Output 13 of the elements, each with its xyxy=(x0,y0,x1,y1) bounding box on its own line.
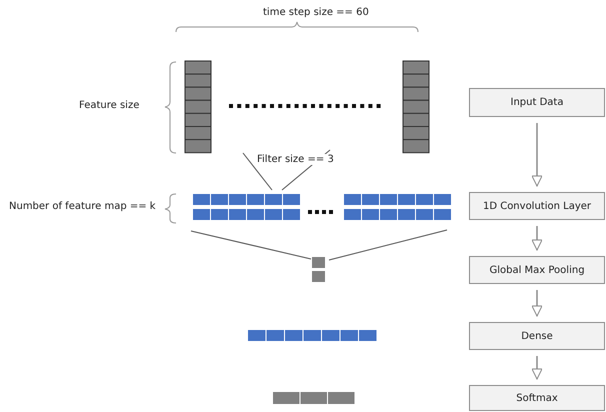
arrow xyxy=(532,290,542,316)
arrow xyxy=(532,356,542,380)
annotation-label: time step size == 60 xyxy=(262,7,370,18)
arrow xyxy=(532,123,542,186)
annotation-label: Filter size == 3 xyxy=(256,154,335,165)
layer-box: 1D Convolution Layer xyxy=(469,192,605,220)
input-box: Input Data xyxy=(469,88,605,117)
layer-box: Global Max Pooling xyxy=(469,256,605,284)
arrow xyxy=(532,226,542,250)
annotation-label: Number of feature map == k xyxy=(8,201,157,212)
layer-box: Dense xyxy=(469,322,605,350)
output-box: Softmax xyxy=(469,385,605,411)
annotation-label: Feature size xyxy=(78,100,140,111)
